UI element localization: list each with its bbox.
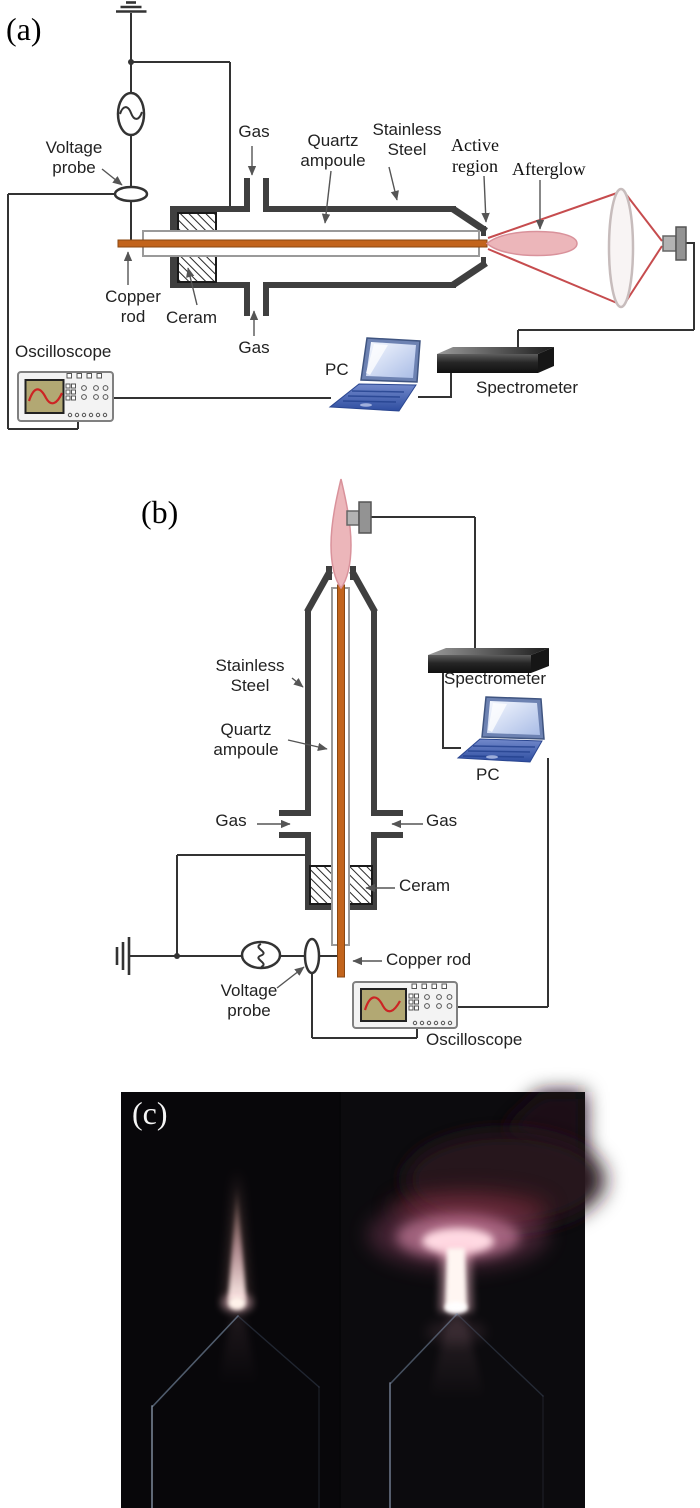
label-stainless-steel-b: Stainless Steel <box>215 656 285 696</box>
sine-wave-icon <box>257 943 265 968</box>
quartz-arrow-a <box>321 170 332 224</box>
ac-source-a <box>116 91 146 137</box>
label-oscilloscope-a: Oscilloscope <box>15 342 112 361</box>
mushroom-glow-bright <box>422 1228 494 1254</box>
ac-source-b <box>240 940 282 970</box>
panel-a-diagram <box>7 1 695 430</box>
oscilloscope-b <box>352 981 458 1029</box>
panel-b-diagram <box>115 478 549 1039</box>
copper-rod-a <box>117 239 488 248</box>
copper-rod-b <box>337 584 345 978</box>
voltage-probe-arrow-b <box>276 966 305 989</box>
photo-left-jet <box>151 1170 320 1508</box>
label-gas-top-a: Gas <box>238 122 270 141</box>
label-quartz-ampoule-a: Quartz ampoule <box>300 131 366 171</box>
junction-dot-b <box>174 953 180 959</box>
panel-c-tag: (c) <box>132 1095 168 1131</box>
label-oscilloscope-b: Oscilloscope <box>426 1030 523 1049</box>
plasma-tube-a <box>117 178 488 316</box>
ceram-insulator-b <box>309 865 373 905</box>
label-spectrometer-a: Spectrometer <box>476 378 579 397</box>
stainless-arrow-a <box>388 166 399 201</box>
voltage-probe-b <box>303 937 321 975</box>
quartz-arrow-b <box>287 739 328 752</box>
touchpad <box>360 403 372 407</box>
voltage-probe-a <box>113 185 149 203</box>
active-region-arrow-a <box>481 175 490 223</box>
wires-a <box>7 13 695 430</box>
label-copper-rod-a: Copper rod <box>105 287 161 327</box>
oscilloscope-a <box>17 371 114 422</box>
gas-inlet-bottom-a <box>244 282 269 316</box>
gas-inlet-left-b <box>279 810 311 838</box>
label-gas-right-b: Gas <box>426 811 458 830</box>
plasma-column <box>445 1248 467 1310</box>
right-nozzle-edges <box>389 1313 544 1508</box>
label-gas-bottom-a: Gas <box>238 338 270 357</box>
label-afterglow-a: Afterglow <box>512 159 586 179</box>
laptop-pc-a <box>328 337 421 412</box>
left-nozzle-edges <box>151 1315 320 1508</box>
laptop-pc-b <box>456 696 545 763</box>
focusing-lens-a <box>607 187 635 309</box>
gas-inlet-top-a <box>244 178 269 212</box>
annotation-arrows-b <box>257 677 423 989</box>
label-ceram-a: Ceram <box>166 308 218 327</box>
ceram-arrow-a <box>186 267 198 306</box>
screen-shine <box>488 703 507 732</box>
stainless-arrow-b <box>291 677 304 688</box>
screen-shine <box>366 344 388 375</box>
panel-a-tag: (a) <box>6 11 42 47</box>
label-pc-b: PC <box>476 765 500 784</box>
afterglow-plume-b <box>330 478 352 590</box>
junction-dot-a <box>128 59 134 65</box>
label-active-region-a: Active region <box>451 135 499 177</box>
label-gas-left-b: Gas <box>215 811 247 830</box>
photo-seam <box>339 1092 341 1508</box>
light-rays-a <box>487 192 663 304</box>
label-stainless-steel-a: Stainless Steel <box>372 120 442 160</box>
label-copper-rod-b: Copper rod <box>386 950 472 969</box>
spectrometer-a <box>437 347 554 373</box>
plasma-tube-b <box>279 566 403 978</box>
voltage-probe-arrow-a <box>101 168 123 186</box>
gas-inlet-right-b <box>371 810 403 838</box>
label-ceram-b: Ceram <box>399 876 451 895</box>
panel-b-tag: (b) <box>141 494 179 530</box>
oscilloscope-buttons-a <box>65 373 109 418</box>
touchpad <box>486 755 498 759</box>
oscilloscope-buttons-b <box>408 983 453 1026</box>
keyboard-lines <box>342 390 405 403</box>
label-spectrometer-b: Spectrometer <box>444 669 547 688</box>
label-voltage-probe-b: Voltage probe <box>220 981 278 1021</box>
panel-c-photo <box>121 1092 605 1508</box>
ground-symbol-a <box>116 1 147 13</box>
optical-detector-b <box>346 501 372 534</box>
annotation-arrows-a <box>101 146 545 336</box>
spectrometer-b <box>428 648 549 673</box>
wires-b <box>129 516 549 1039</box>
label-voltage-probe-a: Voltage probe <box>45 138 103 178</box>
waveform-icon <box>27 388 64 405</box>
sine-wave-icon <box>119 106 143 120</box>
photo-right-jet <box>368 1092 605 1508</box>
waveform-icon <box>363 996 401 1013</box>
afterglow-plume-a <box>485 230 578 257</box>
label-quartz-ampoule-b: Quartz ampoule <box>213 720 279 760</box>
ground-symbol-b <box>115 937 131 975</box>
label-pc-a: PC <box>325 360 349 379</box>
optical-detector-a <box>662 226 687 261</box>
